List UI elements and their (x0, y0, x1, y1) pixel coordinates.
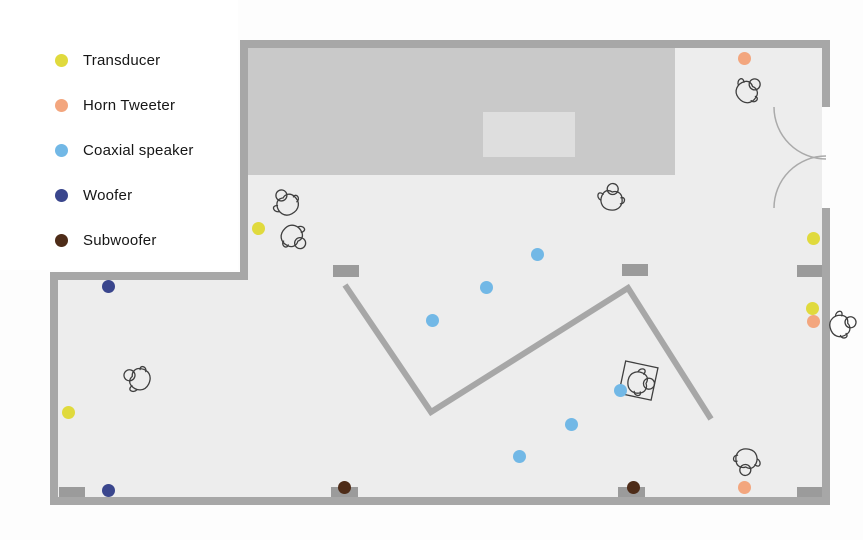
transducer-swatch-icon (55, 54, 68, 67)
legend-label: Transducer (83, 52, 161, 69)
coaxial-speaker-swatch-icon (55, 144, 68, 157)
zigzag-partition-wall (342, 283, 714, 421)
legend-item-transducer: Transducer (55, 38, 238, 83)
door-swing (773, 106, 827, 209)
legend-item-coaxial-speaker: Coaxial speaker (55, 128, 238, 173)
legend-label: Subwoofer (83, 232, 157, 249)
woofer-swatch-icon (55, 189, 68, 202)
legend-item-subwoofer: Subwoofer (55, 218, 238, 263)
subwoofer-swatch-icon (55, 234, 68, 247)
horn-tweeter-swatch-icon (55, 99, 68, 112)
legend-label: Horn Tweeter (83, 97, 176, 114)
stage-area (248, 48, 675, 175)
legend: Transducer Horn Tweeter Coaxial speaker … (0, 0, 238, 270)
legend-item-woofer: Woofer (55, 173, 238, 218)
outer-walls (50, 40, 830, 505)
legend-item-horn-tweeter: Horn Tweeter (55, 83, 238, 128)
stage-inner-panel (483, 112, 575, 157)
legend-label: Coaxial speaker (83, 142, 194, 159)
person-figure (825, 306, 861, 343)
legend-label: Woofer (83, 187, 133, 204)
